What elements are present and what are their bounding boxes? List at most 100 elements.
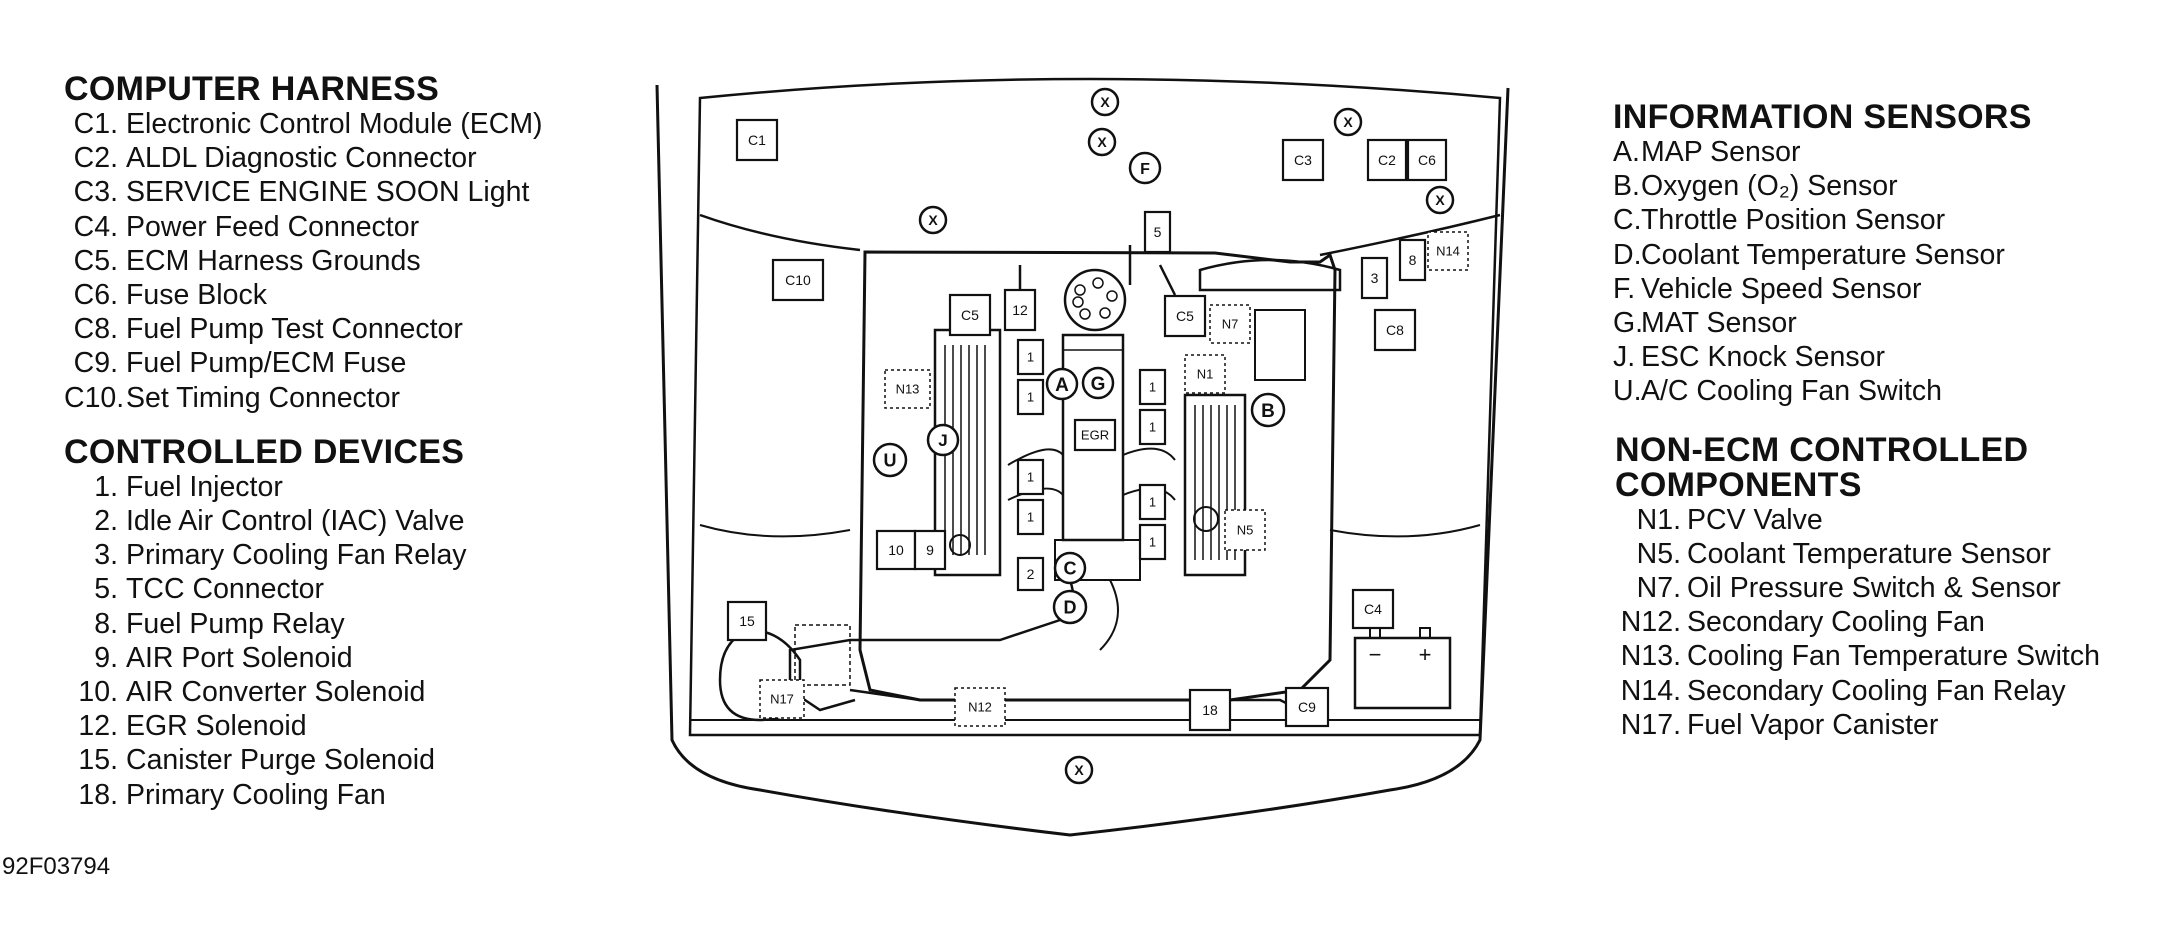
c5-right-label-text: C5 xyxy=(1176,308,1194,324)
ground-x-marker-text: X xyxy=(1100,94,1110,110)
controlled-device-item-label: Fuel Pump Relay xyxy=(126,607,345,640)
sensor-j-marker-text: J xyxy=(938,431,947,450)
air-port-symbol xyxy=(949,534,971,556)
controlled-device-item: 12.EGR Solenoid xyxy=(64,709,543,743)
computer-harness-item-code: C4. xyxy=(73,210,118,243)
device-15-label: 15 xyxy=(726,600,768,642)
non-ecm-component-item: N7.Oil Pressure Switch & Sensor xyxy=(1613,571,2100,605)
device-2-label: 2 xyxy=(1016,556,1045,592)
n14-label-text: N14 xyxy=(1436,244,1460,259)
information-sensor-item-code: A. xyxy=(1613,136,1640,168)
sensor-u-marker: U xyxy=(872,442,908,478)
information-sensor-item-code: D. xyxy=(1613,238,1642,271)
engine-block xyxy=(718,245,1452,722)
c4-label: C4 xyxy=(1351,588,1395,630)
computer-harness-item: C4.Power Feed Connector xyxy=(64,210,543,244)
c2-label: C2 xyxy=(1366,138,1408,182)
device-3-label-text: 3 xyxy=(1371,270,1379,286)
n7-label: N7 xyxy=(1209,304,1251,344)
device-2-label-text: 2 xyxy=(1027,566,1035,582)
information-sensors-title: INFORMATION SENSORS xyxy=(1613,98,2032,136)
fuel-injector-label-text: 1 xyxy=(1149,380,1156,395)
controlled-device-item: 1.Fuel Injector xyxy=(64,470,543,504)
computer-harness-item-code: C5. xyxy=(73,244,118,277)
ground-x-marker: X xyxy=(1087,127,1117,157)
c5-right-label: C5 xyxy=(1163,294,1207,338)
computer-harness-list: C1.Electronic Control Module (ECM)C2.ALD… xyxy=(64,107,543,415)
controlled-device-item: 15.Canister Purge Solenoid xyxy=(64,743,543,777)
n7-label-text: N7 xyxy=(1222,317,1239,332)
sensor-f-marker-text: F xyxy=(1140,161,1150,178)
sensor-g-marker-text: G xyxy=(1091,374,1106,395)
information-sensor-item: C.Throttle Position Sensor xyxy=(1613,203,2100,237)
c4-label-text: C4 xyxy=(1364,601,1382,617)
controlled-device-item-code: 18. xyxy=(78,778,118,811)
non-ecm-component-item-code: N12. xyxy=(1620,606,1681,639)
sensor-b-marker-text: B xyxy=(1261,401,1275,422)
ground-x-marker: X xyxy=(1090,87,1120,117)
body-outline xyxy=(655,77,1510,837)
sensor-j-marker: J xyxy=(926,423,960,457)
information-sensor-item-label: Coolant Temperature Sensor xyxy=(1641,238,2005,271)
sensor-d-marker-text: D xyxy=(1064,597,1077,617)
fuel-injector-label-text: 1 xyxy=(1149,535,1156,550)
computer-harness-item-code: C3. xyxy=(73,176,118,209)
device-3-label: 3 xyxy=(1360,256,1389,300)
device-9-label: 9 xyxy=(913,529,947,571)
computer-harness-item-code: C10. xyxy=(64,381,125,414)
controlled-device-item: 2.Idle Air Control (IAC) Valve xyxy=(64,504,543,538)
controlled-device-item: 3.Primary Cooling Fan Relay xyxy=(64,538,543,572)
pcv-valve-symbol xyxy=(1193,506,1219,532)
non-ecm-title-line1: NON-ECM CONTROLLED xyxy=(1615,430,2029,469)
computer-harness-title: COMPUTER HARNESS xyxy=(64,70,440,108)
ground-x-marker: X xyxy=(1425,185,1455,215)
fuel-injector-label-text: 1 xyxy=(1149,420,1156,435)
sensor-a-marker: A xyxy=(1045,367,1079,401)
information-sensor-item-code: C. xyxy=(1613,204,1642,237)
non-ecm-component-item-code: N13. xyxy=(1620,640,1681,673)
n17-label: N17 xyxy=(759,679,805,719)
device-5-label-text: 5 xyxy=(1154,224,1162,240)
ground-x-marker-text: X xyxy=(1074,762,1084,778)
c9-label: C9 xyxy=(1284,686,1330,728)
non-ecm-component-item: N5.Coolant Temperature Sensor xyxy=(1613,537,2100,571)
c3-label-text: C3 xyxy=(1294,152,1312,168)
device-12-label-text: 12 xyxy=(1012,302,1028,318)
sensor-c-marker: C xyxy=(1053,551,1087,585)
c8-label: C8 xyxy=(1373,308,1417,352)
information-sensor-item-label: Vehicle Speed Sensor xyxy=(1641,272,1922,305)
information-sensor-item: G.MAT Sensor xyxy=(1613,306,2100,340)
computer-harness-item: C6.Fuse Block xyxy=(64,278,543,312)
information-sensor-item-code: F. xyxy=(1613,272,1636,305)
c9-label-text: C9 xyxy=(1298,699,1316,715)
information-sensor-item: J.ESC Knock Sensor xyxy=(1613,340,2100,374)
information-sensor-item-code: U. xyxy=(1613,375,1642,408)
n1-label: N1 xyxy=(1184,354,1226,394)
sensor-c-marker-text: C xyxy=(1064,558,1077,578)
controlled-device-item-label: AIR Converter Solenoid xyxy=(126,676,426,709)
n12-label-text: N12 xyxy=(968,700,992,715)
computer-harness-item-label: Fuse Block xyxy=(126,279,267,312)
controlled-device-item: 18.Primary Cooling Fan xyxy=(64,778,543,812)
controlled-device-item-label: TCC Connector xyxy=(126,573,324,606)
computer-harness-item: C5.ECM Harness Grounds xyxy=(64,244,543,278)
sensor-u-marker-text: U xyxy=(884,450,897,470)
computer-harness-item-label: Fuel Pump/ECM Fuse xyxy=(126,347,407,380)
computer-harness-item: C8.Fuel Pump Test Connector xyxy=(64,312,543,346)
non-ecm-component-item-label: Oil Pressure Switch & Sensor xyxy=(1687,572,2061,605)
information-sensor-item-code: B. xyxy=(1613,170,1640,203)
ground-x-marker-text: X xyxy=(1097,134,1107,150)
fuel-injector-label-text: 1 xyxy=(1149,495,1156,510)
computer-harness-item-code: C6. xyxy=(73,279,118,312)
n14-label: N14 xyxy=(1427,231,1469,271)
c8-label-text: C8 xyxy=(1386,322,1404,338)
c2-label-text: C2 xyxy=(1378,152,1396,168)
c1-label: C1 xyxy=(735,118,779,162)
n5-label: N5 xyxy=(1224,509,1266,551)
controlled-device-item-label: Primary Cooling Fan xyxy=(126,778,386,811)
c5-left-label: C5 xyxy=(948,293,992,337)
controlled-device-item-code: 9. xyxy=(94,641,118,674)
